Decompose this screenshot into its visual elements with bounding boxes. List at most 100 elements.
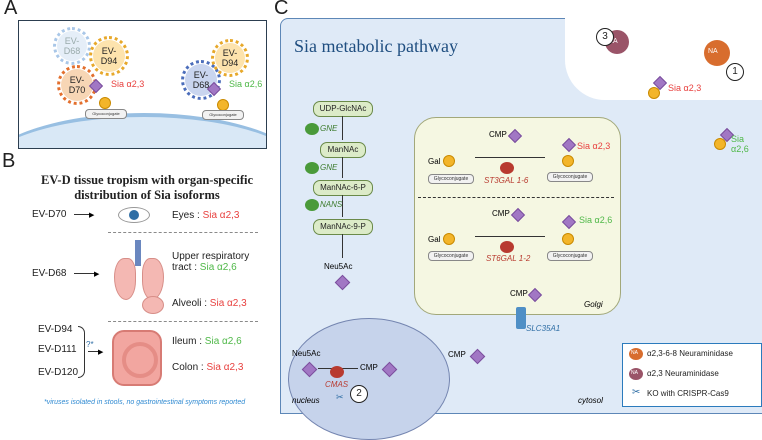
golgi-cmp-2: CMP bbox=[492, 209, 510, 218]
nucleus-neu5ac-label: Neu5Ac bbox=[292, 349, 321, 358]
alveoli-icon bbox=[142, 296, 164, 314]
golgi-cmp-1: CMP bbox=[489, 130, 507, 139]
golgi-product-gal-1 bbox=[562, 155, 574, 167]
enzyme-st6gal: ST6GAL 1-2 bbox=[486, 254, 531, 263]
pill-mannac-9-p: ManNAc-9-P bbox=[313, 219, 373, 235]
enzyme-nans: NANS bbox=[320, 200, 343, 209]
pathway-arrow-2 bbox=[342, 157, 343, 178]
label-ev-d70: EV-D70 bbox=[32, 209, 67, 220]
scissors-icon: ✂ bbox=[336, 392, 344, 402]
pathway-arrow-4 bbox=[342, 234, 343, 258]
legend-broad-na-icon bbox=[629, 348, 643, 360]
pathway-title: Sia metabolic pathway bbox=[294, 36, 458, 56]
sia-a26-label: Sia α2,6 bbox=[229, 79, 263, 89]
golgi-sia-a23: Sia α2,3 bbox=[577, 141, 611, 151]
divider-2 bbox=[108, 321, 258, 322]
na-label-3: NA bbox=[608, 38, 618, 45]
label-ev-d120: EV-D120 bbox=[38, 367, 79, 378]
nucleus bbox=[288, 318, 450, 440]
pill-udp-glcnac: UDP-GlcNAc bbox=[313, 101, 373, 117]
gne-enzyme-icon bbox=[305, 123, 319, 135]
cytosol-label: cytosol bbox=[578, 396, 603, 405]
ileum-label: Ileum : Sia α2,6 bbox=[172, 336, 242, 347]
eye-icon bbox=[118, 207, 150, 223]
question-mark: ?* bbox=[86, 340, 94, 349]
enzyme-gne-2: GNE bbox=[320, 163, 338, 172]
slc35a1-transporter bbox=[516, 307, 526, 329]
lungs-icon bbox=[114, 240, 164, 306]
st3gal-enzyme-icon bbox=[500, 162, 514, 174]
golgi-divider bbox=[418, 197, 614, 198]
enzyme-cmas: CMAS bbox=[325, 380, 349, 389]
eyes-label: Eyes : Sia α2,3 bbox=[172, 210, 240, 221]
virus-ev-d68-faded: EV- D68 bbox=[53, 27, 91, 65]
legend-scissors-icon: ✂ bbox=[632, 387, 641, 398]
panel-b-title: EV-D tissue tropism with organ-specific … bbox=[40, 173, 254, 202]
pill-mannac-6-p: ManNAc-6-P bbox=[313, 180, 373, 196]
upper-respiratory-label: Upper respiratory tract : Sia α2,6 bbox=[172, 251, 250, 273]
alveoli-label: Alveoli : Sia α2,3 bbox=[172, 298, 247, 309]
transporter-slc35a1: SLC35A1 bbox=[526, 324, 561, 333]
panel-label-b: B bbox=[2, 150, 16, 172]
legend-item-3: KO with CRISPR-Cas9 bbox=[647, 389, 729, 398]
gne-enzyme-icon-2 bbox=[305, 162, 319, 174]
transport-cmp-label: CMP bbox=[510, 289, 528, 298]
cytosol-cmp-label: CMP bbox=[448, 350, 466, 359]
nucleus-label: nucleus bbox=[292, 396, 320, 405]
enzyme-gne-1: GNE bbox=[320, 124, 338, 133]
callout-2: 2 bbox=[350, 385, 368, 403]
virus-ev-d94-right: EV- D94 bbox=[211, 39, 249, 77]
callout-1: 1 bbox=[726, 63, 744, 81]
glycoconjugate-left: Glycoconjugate bbox=[85, 109, 127, 119]
glycoconjugate-right: Glycoconjugate bbox=[202, 110, 244, 120]
st6gal-enzyme-icon bbox=[500, 241, 514, 253]
golgi-arrow-2 bbox=[475, 236, 545, 237]
legend-a23-na-icon bbox=[629, 368, 643, 380]
panel-label-c: C bbox=[274, 0, 289, 19]
na-label-1: NA bbox=[708, 48, 718, 55]
brace bbox=[78, 326, 85, 378]
surface-sia-a26-label: Sia α2,6 bbox=[731, 134, 749, 154]
callout-3: 3 bbox=[596, 28, 614, 46]
legend-item-1: α2,3-6-8 Neuraminidase bbox=[647, 349, 733, 358]
enzyme-st3gal: ST3GAL 1-6 bbox=[484, 176, 529, 185]
surface-gal-a26 bbox=[714, 138, 726, 150]
label-ev-d111: EV-D111 bbox=[38, 344, 77, 355]
neu5ac-label: Neu5Ac bbox=[324, 262, 353, 271]
virus-ev-d70: EV- D70 bbox=[57, 65, 97, 105]
panel-label-a: A bbox=[4, 0, 18, 19]
golgi bbox=[414, 117, 621, 315]
surface-sia-a23-label: Sia α2,3 bbox=[668, 83, 702, 93]
nucleus-cmp-label: CMP bbox=[360, 363, 378, 372]
golgi-product-glyco-2: Glycoconjugate bbox=[547, 251, 593, 261]
golgi-glyco-1: Glycoconjugate bbox=[428, 174, 474, 184]
golgi-product-gal-2 bbox=[562, 233, 574, 245]
golgi-glyco-2: Glycoconjugate bbox=[428, 251, 474, 261]
virus-ev-d94: EV- D94 bbox=[89, 36, 129, 76]
golgi-product-glyco-1: Glycoconjugate bbox=[547, 172, 593, 182]
cmas-enzyme-icon bbox=[330, 366, 344, 378]
panel-b-footnote: *viruses isolated in stools, no gastroin… bbox=[44, 399, 246, 406]
panel-a-box: EV- D68 EV- D94 EV- D70 EV- D68 EV- D94 … bbox=[18, 20, 267, 149]
intestine-icon bbox=[112, 330, 162, 386]
pill-mannac: ManNAc bbox=[320, 142, 366, 158]
golgi-gal-2: Gal bbox=[428, 235, 441, 244]
sia-a23-label: Sia α2,3 bbox=[111, 79, 145, 89]
colon-label: Colon : Sia α2,3 bbox=[172, 362, 244, 373]
golgi-label: Golgi bbox=[584, 300, 603, 309]
golgi-gal-circle-2 bbox=[443, 233, 455, 245]
arrow-d70 bbox=[74, 214, 92, 215]
label-ev-d68: EV-D68 bbox=[32, 268, 67, 279]
arrow-d68 bbox=[74, 273, 96, 274]
surface-gal-a23 bbox=[648, 87, 660, 99]
golgi-sia-a26: Sia α2,6 bbox=[579, 215, 613, 225]
arrow-gut bbox=[88, 351, 100, 352]
nans-enzyme-icon bbox=[305, 199, 319, 211]
golgi-arrow-1 bbox=[475, 157, 545, 158]
legend-item-2: α2,3 Neuraminidase bbox=[647, 369, 719, 378]
label-ev-d94: EV-D94 bbox=[38, 324, 73, 335]
golgi-gal-circle-1 bbox=[443, 155, 455, 167]
pathway-arrow-1 bbox=[342, 116, 343, 140]
divider-1 bbox=[108, 232, 258, 233]
neuraminidase-broad-icon bbox=[704, 40, 730, 66]
